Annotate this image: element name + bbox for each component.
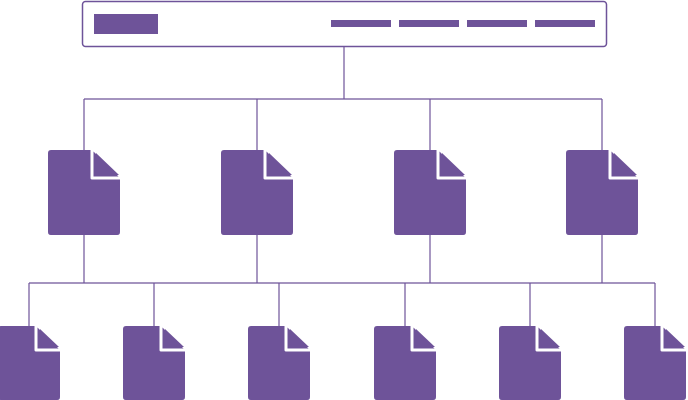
nav-placeholder-bar bbox=[467, 20, 527, 27]
document-icon bbox=[566, 150, 638, 235]
document-fold-edge bbox=[608, 150, 638, 180]
document-fold-edge bbox=[159, 326, 185, 352]
document-fold-edge bbox=[34, 326, 60, 352]
document-body bbox=[48, 150, 120, 235]
document-icon bbox=[624, 326, 686, 400]
document-icon bbox=[394, 150, 466, 235]
document-fold-edge bbox=[535, 326, 561, 352]
document-icon bbox=[248, 326, 310, 400]
document-fold-corner bbox=[290, 329, 309, 347]
document-fold-corner bbox=[165, 329, 184, 347]
document-icon bbox=[123, 326, 185, 400]
document-body bbox=[0, 326, 60, 400]
document-fold-corner bbox=[442, 153, 465, 175]
logo-block bbox=[94, 14, 158, 34]
document-fold-corner bbox=[666, 329, 685, 347]
level-2-pages bbox=[0, 326, 686, 400]
document-body bbox=[499, 326, 561, 400]
document-fold-corner bbox=[416, 329, 435, 347]
document-icon bbox=[48, 150, 120, 235]
document-fold-edge bbox=[284, 326, 310, 352]
document-fold-corner bbox=[269, 153, 292, 175]
document-fold-edge bbox=[660, 326, 686, 352]
document-fold-corner bbox=[614, 153, 637, 175]
document-fold-edge bbox=[90, 150, 120, 180]
level-1-pages bbox=[48, 150, 638, 235]
document-fold-edge bbox=[436, 150, 466, 180]
document-body bbox=[123, 326, 185, 400]
website-header-box bbox=[81, 0, 608, 48]
document-fold-edge bbox=[263, 150, 293, 180]
nav-placeholder-bar bbox=[331, 20, 391, 27]
header-nav bbox=[331, 20, 595, 27]
document-icon bbox=[0, 326, 60, 400]
document-fold-corner bbox=[40, 329, 59, 347]
document-body bbox=[566, 150, 638, 235]
document-fold-corner bbox=[96, 153, 119, 175]
connector-lines bbox=[28, 47, 656, 328]
document-body bbox=[624, 326, 686, 400]
document-icon bbox=[374, 326, 436, 400]
document-body bbox=[248, 326, 310, 400]
document-icon bbox=[221, 150, 293, 235]
nav-placeholder-bar bbox=[399, 20, 459, 27]
document-fold-edge bbox=[410, 326, 436, 352]
document-body bbox=[394, 150, 466, 235]
nav-placeholder-bar bbox=[535, 20, 595, 27]
document-body bbox=[374, 326, 436, 400]
document-fold-corner bbox=[541, 329, 560, 347]
document-icon bbox=[499, 326, 561, 400]
document-body bbox=[221, 150, 293, 235]
